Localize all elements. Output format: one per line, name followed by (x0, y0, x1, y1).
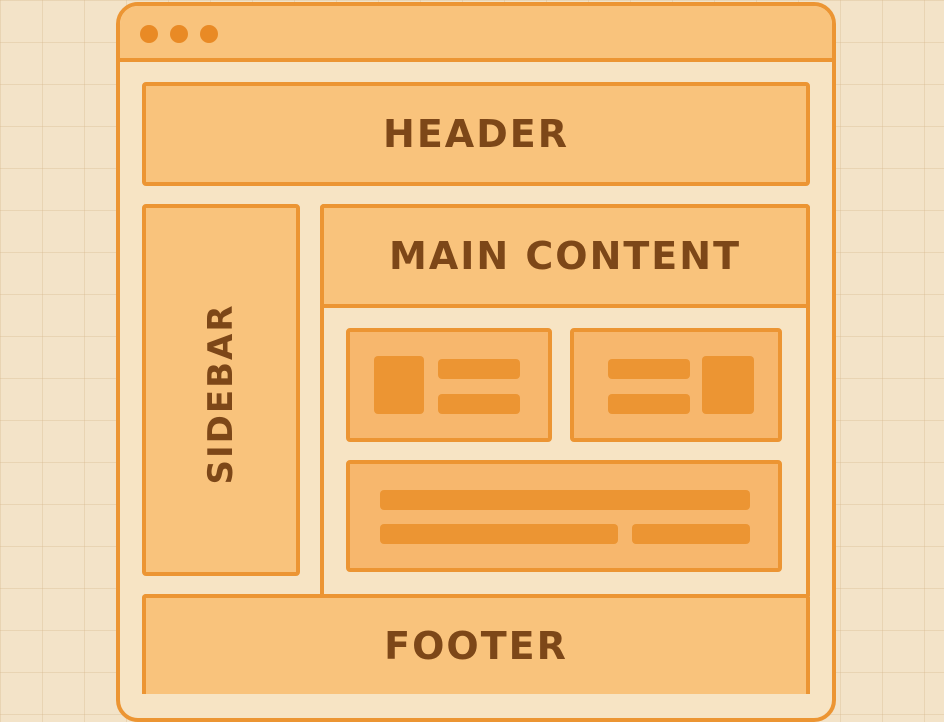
window-dot-icon (200, 25, 218, 43)
window-titlebar (120, 6, 832, 62)
content-card (570, 328, 782, 442)
sidebar-block: SIDEBAR (142, 204, 300, 576)
sidebar-label: SIDEBAR (201, 303, 241, 485)
window-dot-icon (170, 25, 188, 43)
content-card (346, 328, 552, 442)
text-line-placeholder (438, 394, 520, 414)
image-placeholder-icon (374, 356, 424, 414)
text-line-placeholder (608, 394, 690, 414)
wide-content-card (346, 460, 782, 572)
text-line-placeholder (632, 524, 750, 544)
footer-label: FOOTER (384, 624, 568, 668)
main-content-label: MAIN CONTENT (389, 234, 741, 278)
main-content-header: MAIN CONTENT (320, 204, 810, 308)
text-line-placeholder (438, 359, 520, 379)
window-dot-icon (140, 25, 158, 43)
footer-block: FOOTER (142, 594, 810, 694)
header-block: HEADER (142, 82, 810, 186)
text-line-placeholder (608, 359, 690, 379)
text-line-placeholder (380, 524, 618, 544)
header-label: HEADER (383, 112, 569, 156)
text-line-placeholder (380, 490, 750, 510)
image-placeholder-icon (702, 356, 754, 414)
